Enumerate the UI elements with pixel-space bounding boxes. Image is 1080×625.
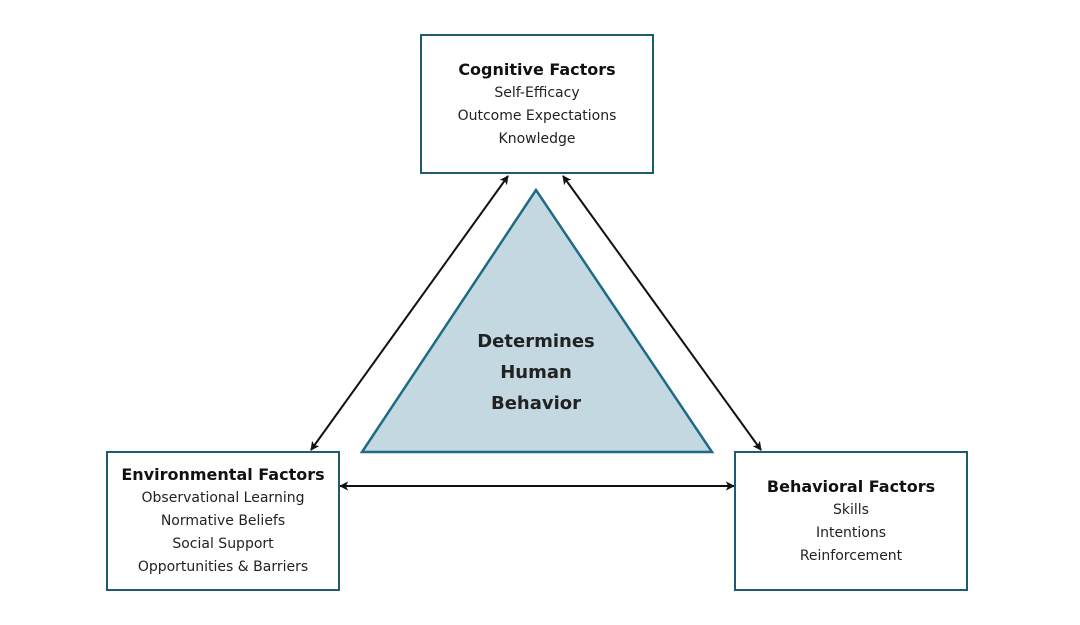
center-label-line: Behavior: [490, 393, 582, 414]
cognitive-factors-box: Cognitive Factors Self-Efficacy Outcome …: [420, 34, 654, 174]
arrow-cognitive-environmental: [310, 175, 509, 451]
arrow-cognitive-behavioral: [562, 175, 762, 451]
center-label-line: Human: [500, 362, 572, 383]
cognitive-factor-item: Outcome Expectations: [457, 107, 617, 124]
behavioral-factors-box: Behavioral Factors Skills Intentions Rei…: [734, 451, 968, 591]
cognitive-factor-item: Self-Efficacy: [494, 84, 580, 101]
center-label: Determines Human Behavior: [436, 326, 636, 419]
center-label-line: Determines: [477, 331, 595, 352]
environmental-factors-box: Environmental Factors Observational Lear…: [106, 451, 340, 591]
behavioral-factor-item: Reinforcement: [799, 547, 903, 564]
environmental-factors-title: Environmental Factors: [121, 465, 325, 484]
behavioral-factor-item: Intentions: [815, 524, 887, 541]
environmental-factor-item: Observational Learning: [141, 490, 305, 506]
environmental-factor-item: Normative Beliefs: [160, 513, 286, 529]
environmental-factor-item: Opportunities & Barriers: [137, 559, 309, 575]
environmental-factor-item: Social Support: [172, 536, 274, 552]
cognitive-factors-title: Cognitive Factors: [458, 59, 616, 79]
behavioral-factor-item: Skills: [833, 501, 869, 518]
cognitive-factor-item: Knowledge: [498, 130, 576, 147]
behavioral-factors-title: Behavioral Factors: [766, 476, 936, 496]
